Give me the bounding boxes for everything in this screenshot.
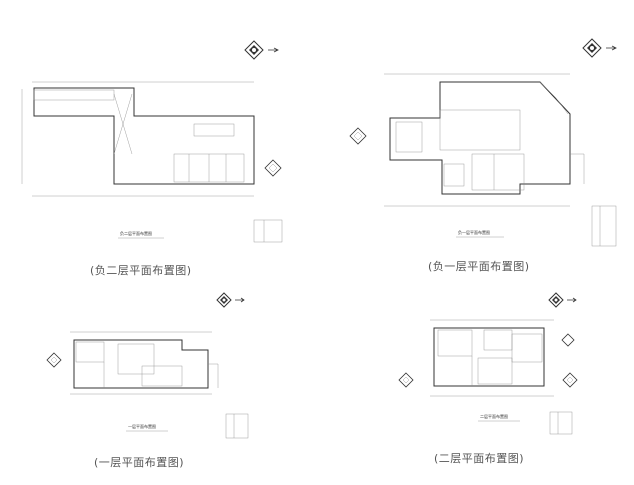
drawing-title: 负一层平面布置图 — [458, 229, 490, 235]
elevation-marker-icon — [561, 333, 575, 347]
floor-plan-f1: 一层平面布置图 (一层平面布置图) — [42, 290, 292, 475]
legend-table — [225, 413, 249, 439]
drawing-title: 负二层平面布置图 — [120, 230, 152, 236]
floor-plan-b1: 负一层平面布置图 (负一层平面布置图) — [344, 34, 626, 274]
elevation-marker-icon — [46, 352, 62, 368]
legend-table — [591, 205, 617, 247]
elevation-marker-icon — [562, 372, 578, 388]
floor-plan-f1-drawing: 一层平面布置图 — [46, 292, 249, 439]
elevation-marker-icon — [349, 127, 367, 145]
north-compass-icon — [548, 292, 577, 308]
north-compass-icon — [582, 38, 617, 58]
north-compass-icon — [216, 292, 245, 308]
plan-caption: (一层平面布置图) — [94, 456, 185, 469]
elevation-marker-icon — [264, 159, 282, 177]
plan-caption: (负一层平面布置图) — [428, 260, 530, 273]
legend-table — [253, 219, 283, 243]
plan-caption: (负二层平面布置图) — [90, 264, 192, 277]
north-compass-icon — [244, 40, 279, 60]
floor-plan-b2: 负二层平面布置图 (负二层平面布置图) — [14, 34, 304, 277]
floor-plan-f2-drawing: 二层平面布置图 — [398, 292, 578, 435]
floor-plan-b1-drawing: 负一层平面布置图 — [349, 38, 617, 247]
legend-table — [549, 411, 573, 435]
drawing-title: 一层平面布置图 — [128, 423, 156, 429]
drawing-title: 二层平面布置图 — [480, 413, 508, 419]
plan-caption: (二层平面布置图) — [434, 452, 525, 465]
elevation-marker-icon — [398, 372, 414, 388]
floor-plan-f2: 二层平面布置图 (二层平面布置图) — [394, 290, 630, 475]
floor-plan-b2-drawing: 负二层平面布置图 — [21, 40, 283, 243]
